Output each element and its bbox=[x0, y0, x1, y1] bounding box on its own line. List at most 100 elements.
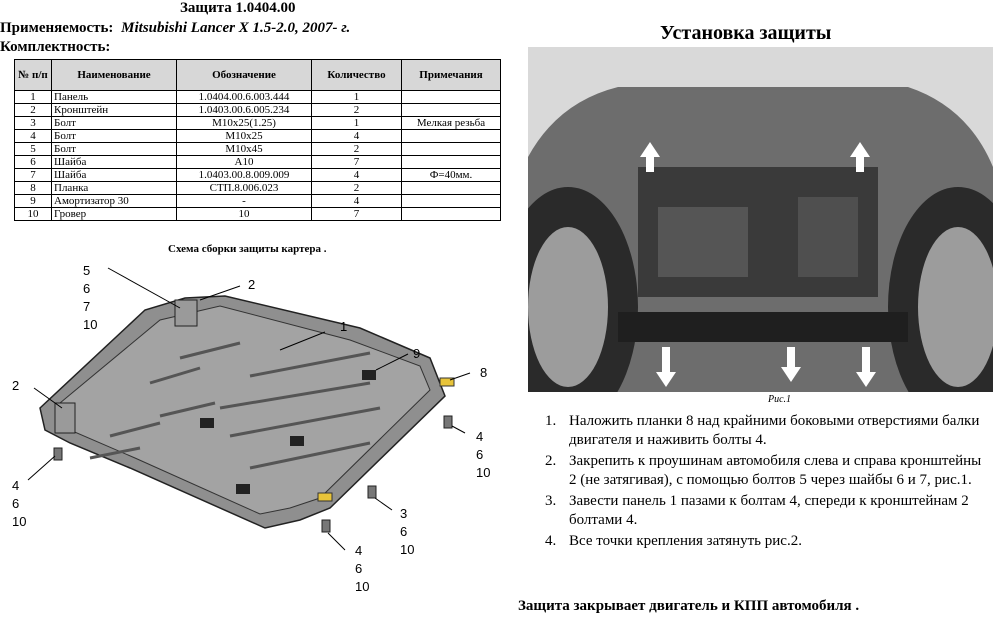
cell-notes bbox=[401, 194, 501, 208]
cell-number: 10 bbox=[14, 207, 52, 221]
callout-plate: 8 bbox=[480, 365, 488, 380]
cell-name: Кронштейн bbox=[51, 103, 177, 117]
applicability-label: Применяемость: bbox=[0, 20, 114, 36]
cell-name: Гровер bbox=[51, 207, 177, 221]
col-header-designation: Обозначение bbox=[176, 59, 312, 91]
install-step: 4.Все точки крепления затянуть рис.2. bbox=[545, 533, 802, 549]
install-title: Установка защиты bbox=[660, 22, 832, 44]
cell-quantity: 4 bbox=[311, 129, 402, 143]
cell-designation: А10 bbox=[176, 155, 312, 169]
cell-quantity: 4 bbox=[311, 194, 402, 208]
col-header-quantity: Количество bbox=[311, 59, 402, 91]
underbody-photo bbox=[528, 47, 993, 392]
assembly-diagram bbox=[27, 267, 471, 551]
cell-notes: Ф=40мм. bbox=[401, 168, 501, 182]
cell-number: 2 bbox=[14, 103, 52, 117]
cell-name: Шайба bbox=[51, 168, 177, 182]
callout-shock-absorber: 9 bbox=[413, 346, 421, 361]
callout-left-bolts: 4 6 10 bbox=[12, 478, 27, 529]
cell-name: Болт bbox=[51, 142, 177, 156]
cell-name: Болт bbox=[51, 129, 177, 143]
applicability-value: Mitsubishi Lancer X 1.5-2.0, 2007- г. bbox=[121, 20, 351, 36]
install-step: 3.Завести панель 1 пазами к болтам 4, сп… bbox=[545, 493, 969, 528]
cell-number: 5 bbox=[14, 142, 52, 156]
plate-right bbox=[439, 377, 455, 387]
cell-number: 6 bbox=[14, 155, 52, 169]
cell-name: Шайба bbox=[51, 155, 177, 169]
callout-top-bracket: 2 bbox=[248, 277, 256, 292]
cell-notes: Мелкая резьба bbox=[401, 116, 501, 130]
cell-number: 8 bbox=[14, 181, 52, 195]
cell-number: 9 bbox=[14, 194, 52, 208]
bracket-left bbox=[54, 402, 76, 434]
col-header-notes: Примечания bbox=[401, 59, 501, 91]
callout-right-bolts: 4 6 10 bbox=[476, 429, 491, 480]
callout-front-bolt: 3 6 10 bbox=[400, 506, 415, 557]
callout-top-left: 5 6 7 10 bbox=[83, 263, 98, 332]
cell-designation: 1.0403.00.6.005.234 bbox=[176, 103, 312, 117]
cell-notes bbox=[401, 181, 501, 195]
panel-ribs bbox=[89, 341, 381, 470]
document-title: Защита 1.0404.00 bbox=[180, 0, 296, 16]
applicability-line: Применяемость: Mitsubishi Lancer X 1.5-2… bbox=[0, 20, 350, 37]
leader-lines bbox=[27, 267, 471, 551]
subframe-beam bbox=[618, 312, 908, 342]
bolts bbox=[53, 415, 453, 533]
cell-designation: - bbox=[176, 194, 312, 208]
col-header-name: Наименование bbox=[51, 59, 177, 91]
cell-notes bbox=[401, 103, 501, 117]
cell-number: 1 bbox=[14, 90, 52, 104]
callout-panel: 1 bbox=[340, 319, 348, 334]
cell-designation: М10х25 bbox=[176, 129, 312, 143]
diagram-caption: Схема сборки защиты картера . bbox=[168, 243, 327, 255]
cell-name: Болт bbox=[51, 116, 177, 130]
cell-notes bbox=[401, 142, 501, 156]
col-header-number: № п/п bbox=[14, 59, 52, 91]
cell-quantity: 2 bbox=[311, 181, 402, 195]
cell-notes bbox=[401, 155, 501, 169]
photo-caption: Рис.1 bbox=[768, 394, 792, 405]
mount-arrows bbox=[640, 142, 876, 387]
cell-number: 7 bbox=[14, 168, 52, 182]
spec-table: № п/п Наименование Обозначение Количеств… bbox=[14, 59, 501, 221]
cell-designation: 1.0404.00.6.003.444 bbox=[176, 90, 312, 104]
cell-name: Планка bbox=[51, 181, 177, 195]
shock-absorbers bbox=[200, 370, 376, 494]
cell-designation: 10 bbox=[176, 207, 312, 221]
cell-designation: СТП.8.006.023 bbox=[176, 181, 312, 195]
cell-quantity: 1 bbox=[311, 90, 402, 104]
cell-number: 3 bbox=[14, 116, 52, 130]
cell-number: 4 bbox=[14, 129, 52, 143]
cell-name: Амортизатор 30 bbox=[51, 194, 177, 208]
table-header-row: № п/п Наименование Обозначение Количеств… bbox=[14, 59, 501, 91]
bracket-top bbox=[174, 299, 198, 327]
cell-quantity: 7 bbox=[311, 207, 402, 221]
callout-bottom-bolts: 4 6 10 bbox=[355, 543, 370, 594]
kit-label: Комплектность: bbox=[0, 39, 111, 55]
plate-bottom bbox=[317, 492, 333, 502]
cell-notes bbox=[401, 129, 501, 143]
cell-designation: 1.0403.00.8.009.009 bbox=[176, 168, 312, 182]
cell-quantity: 7 bbox=[311, 155, 402, 169]
footer-note: Защита закрывает двигатель и КПП автомоб… bbox=[518, 598, 860, 614]
install-steps: 1.Наложить планки 8 над крайними боковым… bbox=[545, 412, 985, 553]
cell-quantity: 2 bbox=[311, 142, 402, 156]
cell-name: Панель bbox=[51, 90, 177, 104]
cell-quantity: 1 bbox=[311, 116, 402, 130]
cell-quantity: 2 bbox=[311, 103, 402, 117]
cell-designation: М10х25(1.25) bbox=[176, 116, 312, 130]
cell-notes bbox=[401, 207, 501, 221]
install-step: 2.Закрепить к проушинам автомобиля слева… bbox=[545, 453, 982, 488]
callout-left-bracket: 2 bbox=[12, 378, 20, 393]
cell-quantity: 4 bbox=[311, 168, 402, 182]
cell-notes bbox=[401, 90, 501, 104]
install-step: 1.Наложить планки 8 над крайними боковым… bbox=[545, 413, 980, 448]
cell-designation: М10х45 bbox=[176, 142, 312, 156]
